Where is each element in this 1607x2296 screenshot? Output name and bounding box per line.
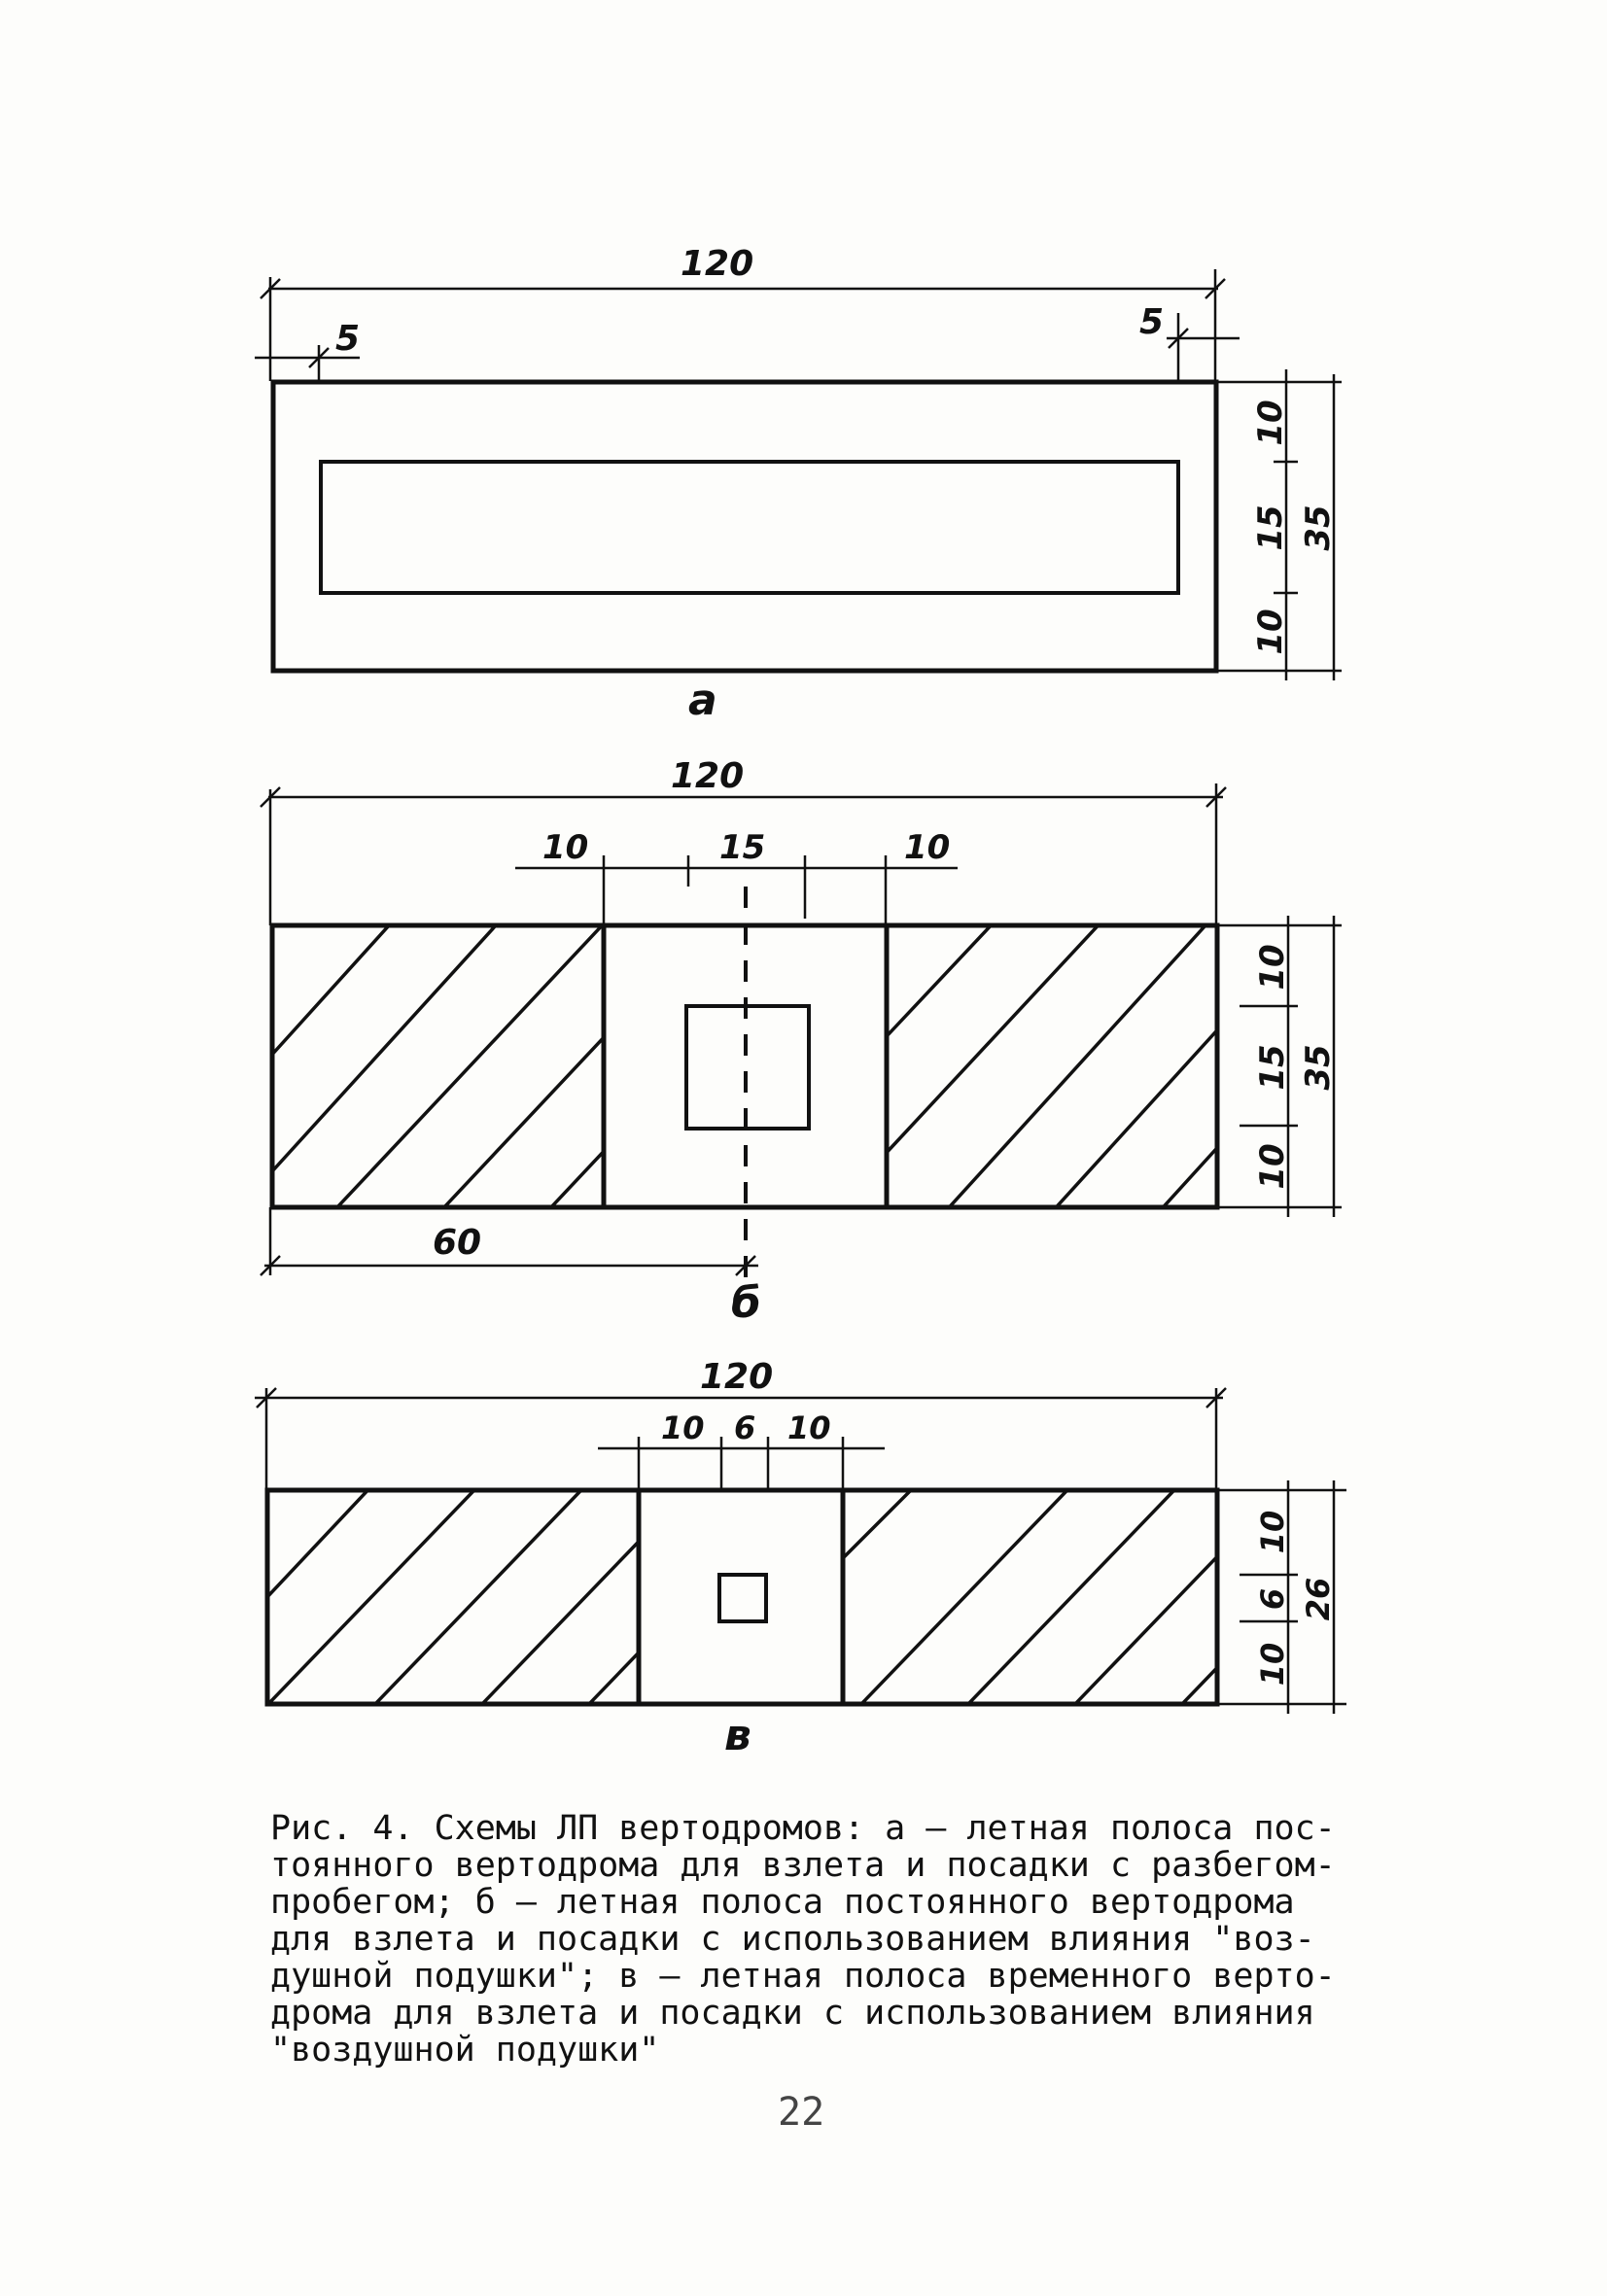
- dim-total-c: 120: [700, 1357, 773, 1397]
- dim-right-seg-2-b: 15: [1253, 1044, 1292, 1090]
- figure-c: 120 10 6 10: [255, 1357, 1346, 1760]
- dim-top-seg-3-c: 10: [787, 1409, 831, 1446]
- dim-right-total-c: 26: [1300, 1578, 1337, 1621]
- hatched-zone-left-c: [267, 1490, 639, 1704]
- dim-bottom-b: 60: [433, 1223, 481, 1263]
- caption-line-5: душной подушки"; в – летная полоса време…: [270, 1957, 1336, 1996]
- caption-line-6: дрома для взлета и посадки с использован…: [270, 1994, 1315, 2033]
- dim-total-b: 120: [671, 756, 744, 796]
- dim-right-seg-1-b: 10: [1253, 944, 1292, 990]
- caption-line-2: тоянного вертодрома для взлета и посадки…: [270, 1846, 1336, 1885]
- hatched-zone-left-b: [270, 925, 604, 1207]
- dim-right-margin-a: 5: [1139, 302, 1164, 342]
- page-number: 22: [778, 2090, 825, 2135]
- caption-line-1: Рис. 4. Схемы ЛП вертодромов: а – летная…: [270, 1809, 1336, 1848]
- caption-line-4: для взлета и посадки с использованием вл…: [270, 1920, 1315, 1959]
- dim-top-seg-1-b: 10: [542, 828, 588, 867]
- figure-label-b: б: [731, 1278, 761, 1328]
- dim-top-seg-3-b: 10: [904, 828, 950, 867]
- dim-total-a: 120: [681, 244, 753, 284]
- touchdown-square-c: [717, 1573, 768, 1623]
- dim-right-seg-1-a: 10: [1251, 400, 1290, 445]
- figure-label-c: в: [724, 1711, 751, 1760]
- caption-line-3: пробегом; б – летная полоса постоянного …: [270, 1883, 1295, 1922]
- runway-rect-a: [319, 460, 1180, 595]
- dim-right-total-a: 35: [1299, 504, 1338, 550]
- flight-strip-outline-a: [270, 379, 1219, 674]
- dim-right-seg-3-a: 10: [1251, 609, 1290, 654]
- figure-label-a: а: [688, 676, 717, 725]
- figure-a: 120 5 5 10 15 10 35 а: [255, 244, 1342, 725]
- figure-caption: Рис. 4. Схемы ЛП вертодромов: а – летная…: [270, 1810, 1349, 2069]
- figure-b: 120 10 15 10: [260, 756, 1342, 1328]
- dim-right-total-b: 35: [1299, 1044, 1338, 1090]
- dim-top-seg-2-c: 6: [734, 1409, 755, 1446]
- flight-strip-outline-c: [264, 1487, 1220, 1707]
- dim-right-seg-1-c: 10: [1254, 1511, 1291, 1554]
- dim-right-seg-2-a: 15: [1251, 504, 1290, 550]
- hatched-zone-right-c: [843, 1490, 1218, 1704]
- dim-left-margin-a: 5: [335, 319, 360, 359]
- dim-right-seg-3-c: 10: [1254, 1643, 1291, 1687]
- dim-right-seg-2-c: 6: [1254, 1588, 1291, 1610]
- dim-top-seg-2-b: 15: [719, 828, 765, 867]
- dim-top-seg-1-c: 10: [661, 1409, 705, 1446]
- hatched-zone-right-b: [887, 925, 1217, 1207]
- caption-line-7: "воздушной подушки": [270, 2031, 660, 2070]
- dim-right-seg-3-b: 10: [1253, 1143, 1292, 1189]
